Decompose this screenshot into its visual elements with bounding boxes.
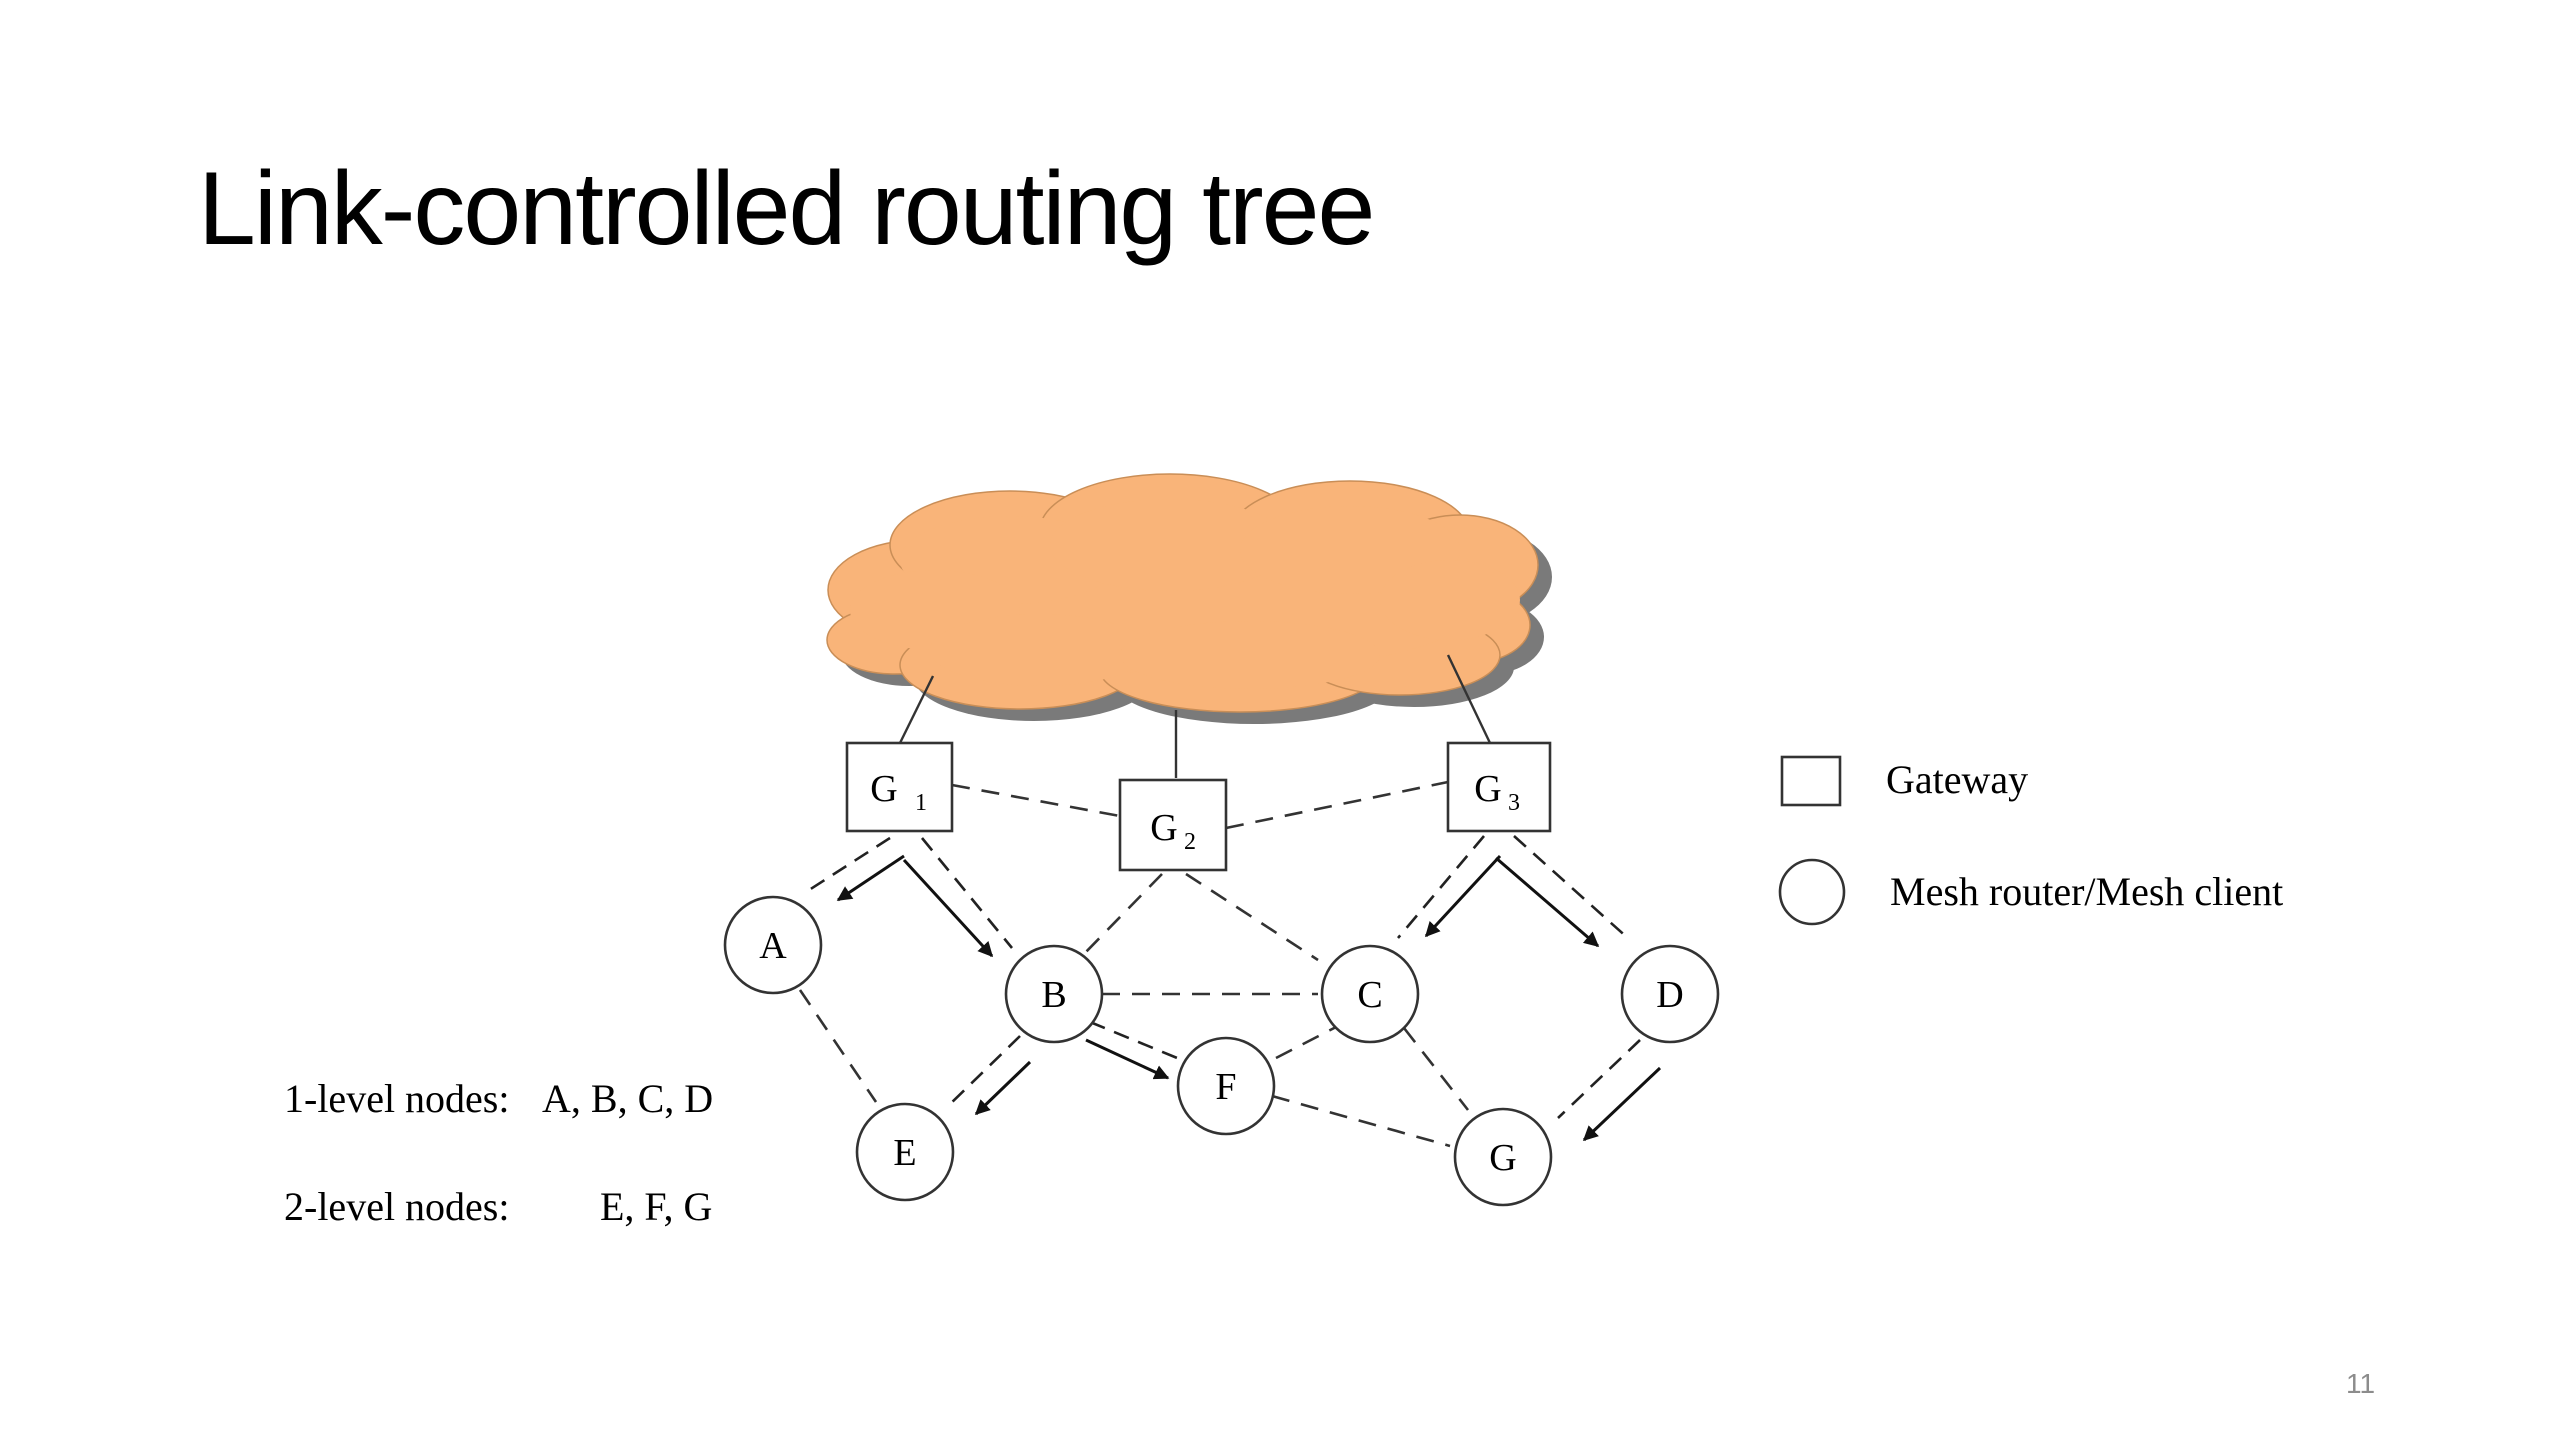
legend: Gateway Mesh router/Mesh client bbox=[1778, 755, 2283, 926]
gateway-square-icon bbox=[845, 741, 954, 833]
page-number: 11 bbox=[2346, 1368, 2376, 1399]
node-label: B bbox=[1041, 974, 1066, 1016]
level2-label: 2-level nodes: bbox=[284, 1184, 510, 1229]
internet-cloud bbox=[826, 473, 1552, 724]
gateway-letter: G bbox=[1150, 807, 1177, 849]
mesh-node-circle-icon bbox=[1620, 944, 1720, 1044]
node-f: F bbox=[1176, 1036, 1276, 1136]
gateway-g2: G 2 bbox=[1118, 778, 1228, 872]
level-descriptions: 1-level nodes: A, B, C, D 2-level nodes:… bbox=[284, 1076, 713, 1229]
node-g: G bbox=[1453, 1107, 1553, 1207]
node-label: E bbox=[893, 1132, 916, 1174]
node-label: F bbox=[1215, 1066, 1236, 1108]
node-b: B bbox=[1004, 944, 1104, 1044]
node-label: C bbox=[1357, 974, 1382, 1016]
gateway-square-icon bbox=[1118, 778, 1228, 872]
legend-mesh-circle-icon bbox=[1778, 858, 1846, 926]
mesh-node-circle-icon bbox=[1176, 1036, 1276, 1136]
node-label: G bbox=[1489, 1137, 1516, 1179]
cloud-links bbox=[898, 654, 1492, 778]
cloud-fill-cover bbox=[850, 499, 1520, 689]
gateway-g3: G 3 bbox=[1446, 741, 1552, 833]
mesh-node-circle-icon bbox=[723, 895, 823, 995]
routing-tree-links bbox=[805, 835, 1662, 1142]
legend-gateway-label: Gateway bbox=[1886, 757, 2028, 802]
slide-title: Link-controlled routing tree bbox=[198, 151, 1375, 267]
gateway-letter: G bbox=[1474, 768, 1501, 810]
gateway-subscript: 2 bbox=[1184, 829, 1196, 855]
node-label: D bbox=[1656, 974, 1683, 1016]
node-e: E bbox=[855, 1102, 955, 1202]
mesh-node-circle-icon bbox=[855, 1102, 955, 1202]
node-c: C bbox=[1320, 944, 1420, 1044]
level2-nodes: E, F, G bbox=[600, 1184, 712, 1229]
gateway-g1: G 1 bbox=[845, 741, 954, 833]
node-a: A bbox=[723, 895, 823, 995]
mesh-links bbox=[798, 780, 1470, 1148]
legend-mesh-label: Mesh router/Mesh client bbox=[1890, 869, 2283, 914]
legend-gateway-square-icon bbox=[1780, 755, 1842, 807]
gateway-letter: G bbox=[870, 768, 897, 810]
node-d: D bbox=[1620, 944, 1720, 1044]
level1-label: 1-level nodes: bbox=[284, 1076, 510, 1121]
gateway-square-icon bbox=[1446, 741, 1552, 833]
level1-nodes: A, B, C, D bbox=[542, 1076, 713, 1121]
mesh-node-circle-icon bbox=[1320, 944, 1420, 1044]
mesh-node-circle-icon bbox=[1004, 944, 1104, 1044]
gateway-subscript: 3 bbox=[1508, 790, 1520, 816]
mesh-node-circle-icon bbox=[1453, 1107, 1553, 1207]
node-label: A bbox=[759, 925, 787, 967]
gateway-subscript: 1 bbox=[915, 790, 927, 816]
